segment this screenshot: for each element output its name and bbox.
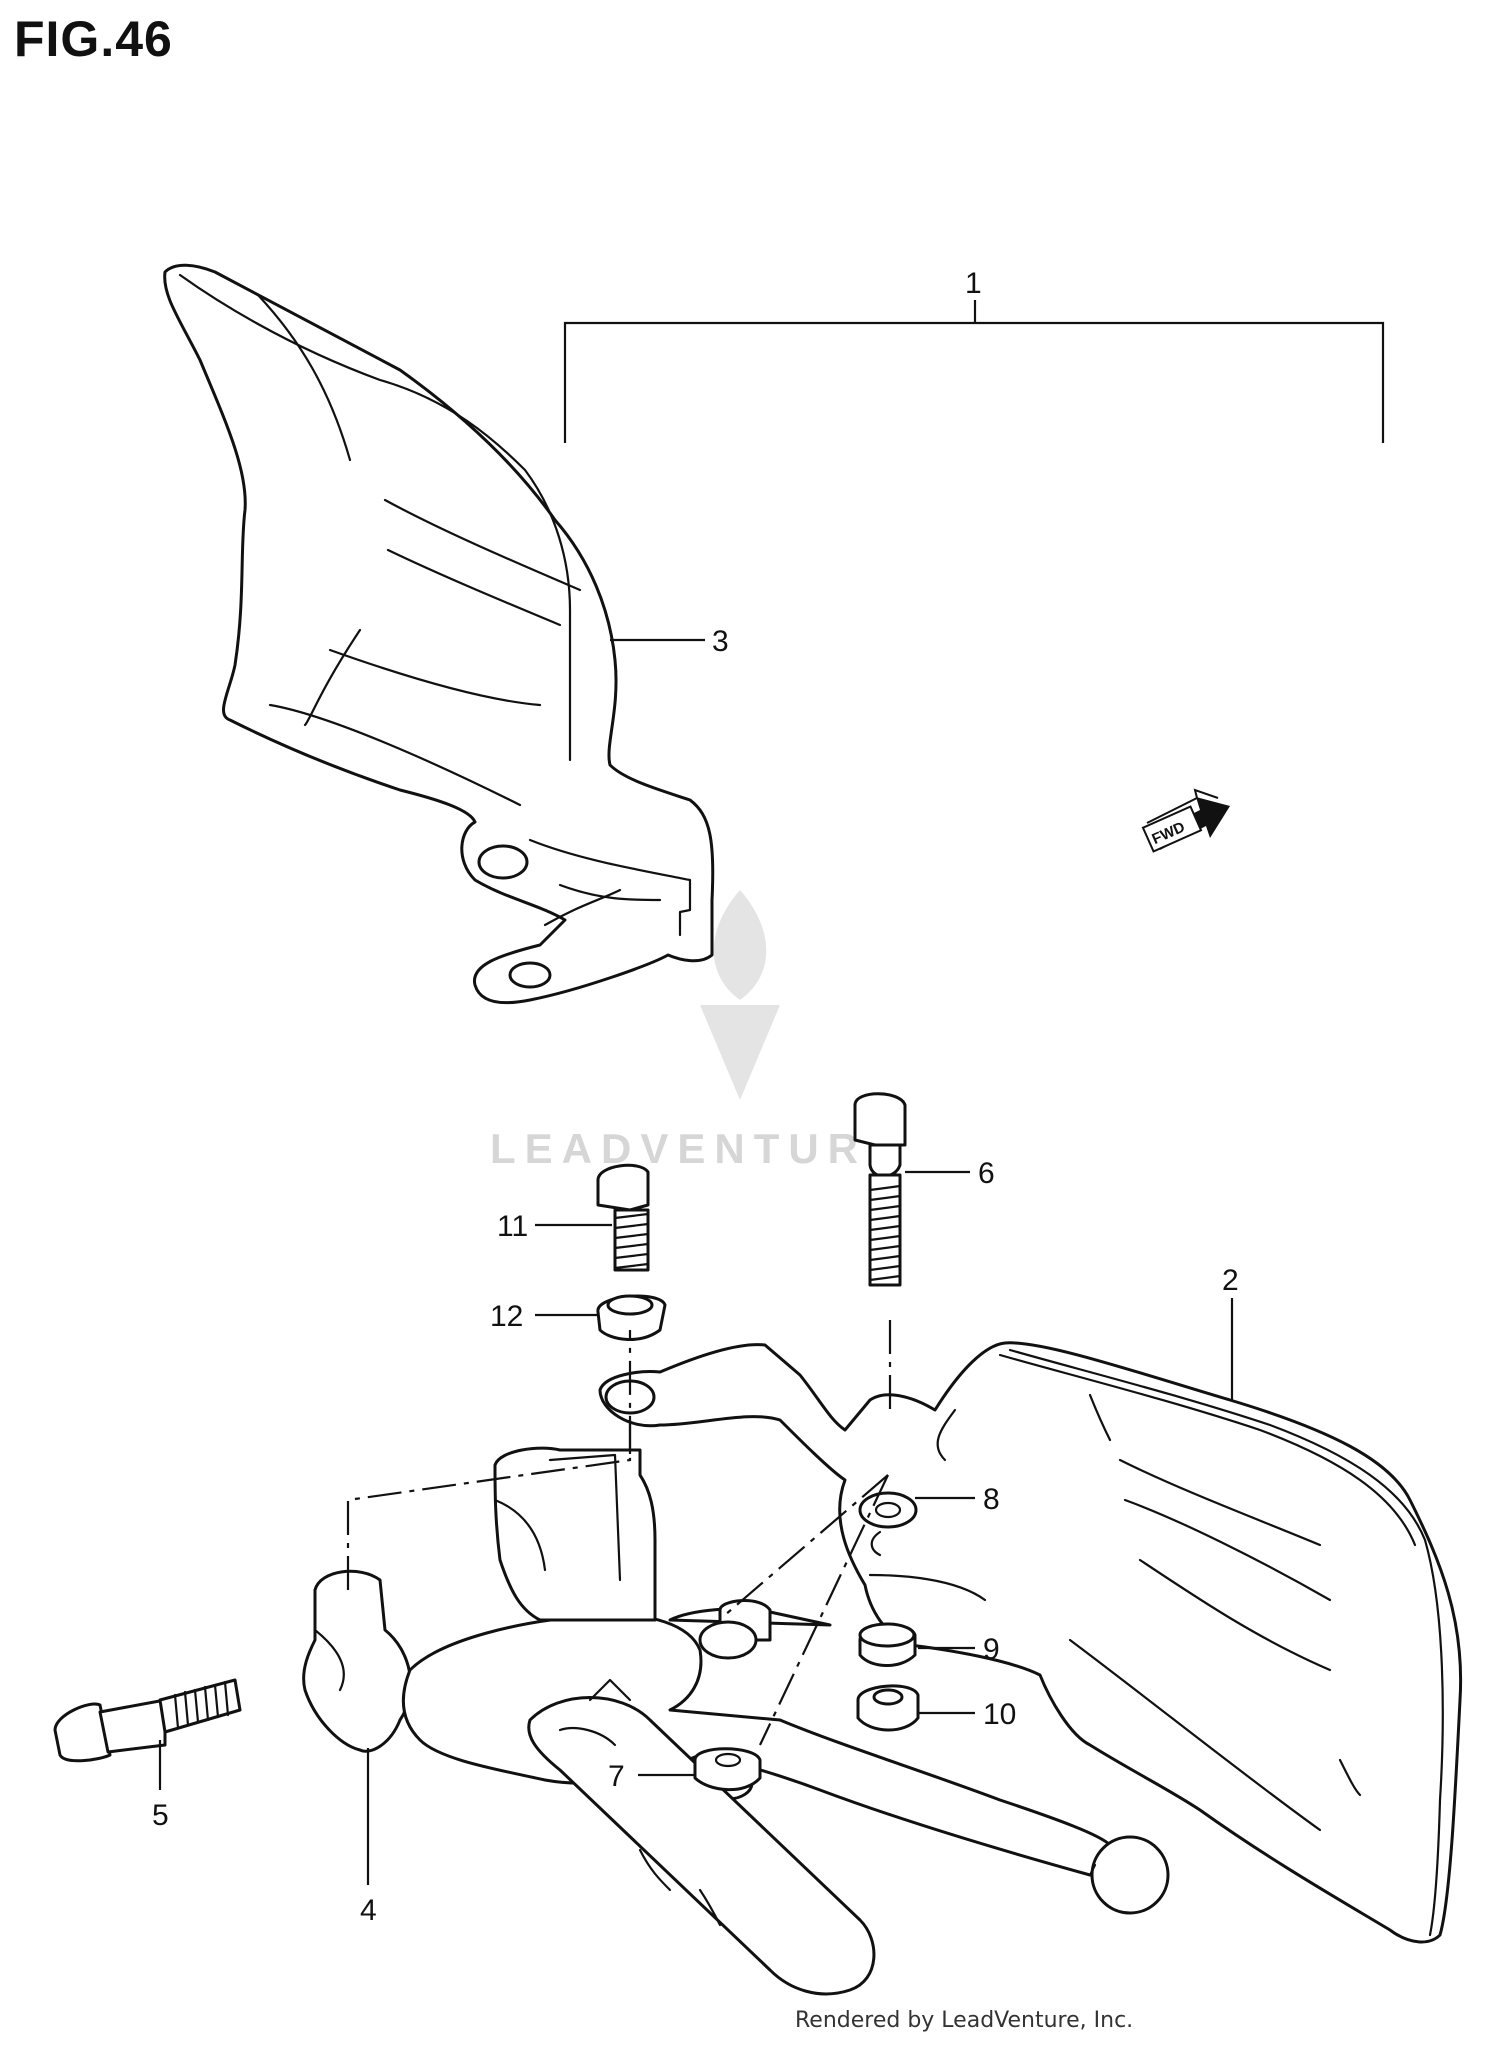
callout-6: 6 bbox=[978, 1157, 995, 1190]
part-5-bolt bbox=[53, 1678, 242, 1763]
leadventure-watermark: LEADVENTURE bbox=[490, 890, 904, 1172]
flame-icon bbox=[713, 890, 767, 1000]
part-6-bolt bbox=[853, 1092, 907, 1287]
alignment-lines bbox=[346, 1320, 892, 1746]
assembly-bracket-1 bbox=[563, 300, 1385, 443]
fwd-direction-badge: FWD bbox=[1141, 788, 1230, 853]
part-4-lever-holder bbox=[302, 1446, 1170, 1996]
part-7-washer bbox=[693, 1747, 762, 1792]
callout-8: 8 bbox=[983, 1483, 1000, 1516]
callout-4: 4 bbox=[360, 1894, 377, 1927]
part-2-hand-guard-right bbox=[598, 1341, 1463, 1944]
part-8-washer bbox=[858, 1491, 918, 1529]
chevron-logo-icon bbox=[700, 1005, 780, 1100]
callout-12: 12 bbox=[490, 1300, 523, 1333]
render-credit: Rendered by LeadVenture, Inc. bbox=[795, 2008, 1134, 2033]
callout-2: 2 bbox=[1222, 1264, 1239, 1297]
callout-10: 10 bbox=[983, 1698, 1016, 1731]
callout-3: 3 bbox=[712, 625, 729, 658]
watermark-text: LEADVENTURE bbox=[490, 1125, 904, 1172]
part-10-nut bbox=[856, 1684, 920, 1732]
part-12-collar bbox=[596, 1294, 667, 1341]
callout-labels: 1 2 3 4 5 6 7 8 9 10 11 12 bbox=[152, 267, 1239, 1927]
callout-9: 9 bbox=[983, 1633, 1000, 1666]
callout-7: 7 bbox=[608, 1760, 625, 1793]
part-9-spacer bbox=[858, 1622, 917, 1667]
callout-5: 5 bbox=[152, 1799, 169, 1832]
part-3-hand-guard-left bbox=[163, 263, 715, 1005]
part-11-bolt bbox=[596, 1163, 650, 1272]
callout-leaders bbox=[158, 638, 1234, 1885]
figure-title: FIG.46 bbox=[14, 11, 173, 67]
callout-11: 11 bbox=[497, 1210, 528, 1243]
callout-1: 1 bbox=[965, 267, 982, 300]
